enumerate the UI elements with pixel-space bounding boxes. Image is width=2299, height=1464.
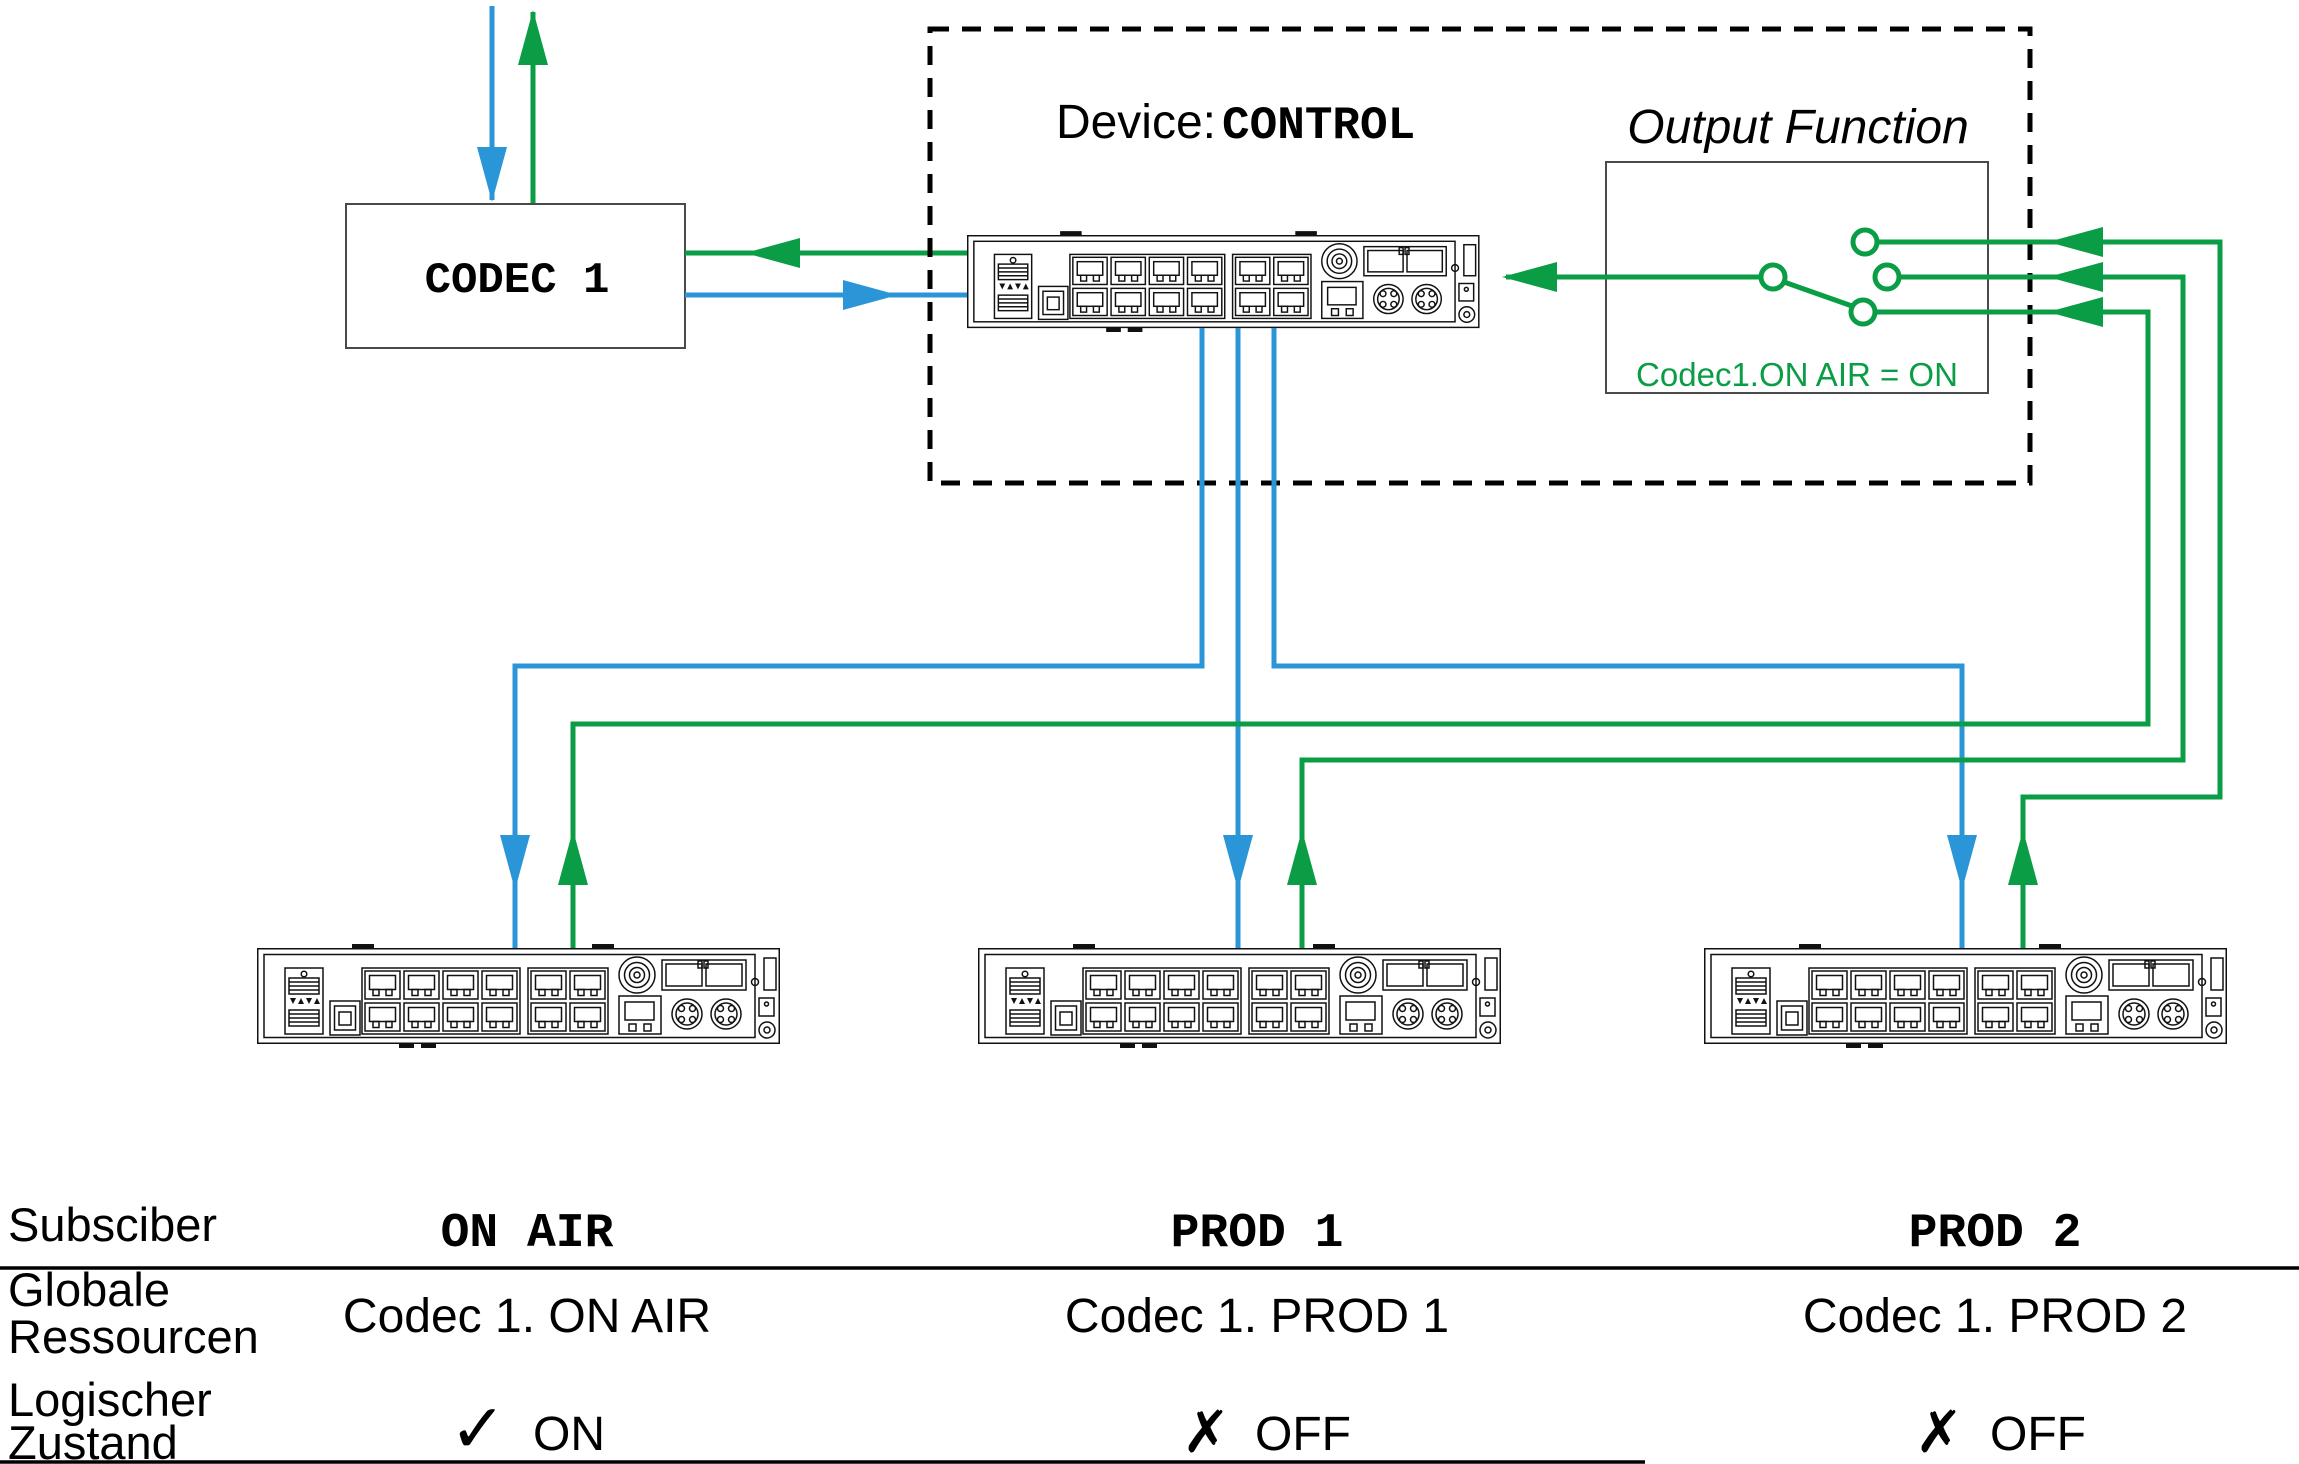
cross-icon: ✗: [1182, 1398, 1231, 1464]
global-resource: Codec 1. PROD 2: [1803, 1290, 2187, 1343]
switch-pivot-contact: [1758, 262, 1788, 292]
arrowhead-green-up-icon: [2008, 830, 2038, 885]
codec-box: CODEC 1: [345, 203, 686, 349]
table-column-on-air: ON AIR Codec 1. ON AIR ✓ ON: [343, 1207, 711, 1464]
arrowhead-green-up-icon: [518, 10, 548, 65]
check-icon: ✓: [450, 1390, 507, 1464]
logical-state: OFF: [1990, 1408, 2086, 1461]
arrowhead-blue-right-icon: [843, 280, 898, 310]
arrowhead-green-up-icon: [558, 830, 588, 885]
switch-contact-middle: [1872, 262, 1902, 292]
global-resource: Codec 1. PROD 1: [1065, 1290, 1449, 1343]
codec-box-label: CODEC 1: [425, 256, 610, 306]
arrowhead-green-left-icon: [2048, 227, 2103, 257]
cross-icon: ✗: [1915, 1398, 1964, 1464]
arrowhead-green-up-icon: [1287, 830, 1317, 885]
arrowhead-blue-down-icon: [1947, 835, 1977, 890]
subscriber-name: PROD 2: [1909, 1207, 2082, 1261]
table-column-prod-2: PROD 2 Codec 1. PROD 2 ✗ OFF: [1803, 1207, 2187, 1464]
link-green-on-air-return: [570, 309, 2151, 948]
switch-contact-top: [1850, 227, 1880, 257]
state-table: Subsciber Globale Ressourcen Logischer Z…: [0, 1198, 2299, 1464]
subscriber-name: PROD 1: [1171, 1207, 1344, 1261]
control-frame: Device: CONTROL: [927, 26, 2033, 486]
switch-lever: [1783, 279, 1853, 309]
subscriber-device-on-air: [258, 944, 780, 1048]
arrowhead-blue-down-icon: [477, 147, 507, 202]
row-label-resources-line2: Ressourcen: [8, 1310, 259, 1363]
subscriber-device-prod-1: [979, 944, 1501, 1048]
control-switch-device: [968, 231, 1479, 332]
arrowhead-green-left-icon: [745, 238, 800, 268]
selector-switch-icon: [1502, 227, 1902, 327]
output-function-caption: Codec1.ON AIR = ON: [1636, 356, 1958, 393]
link-blue-to-prod-2: [1271, 328, 1965, 948]
arrowhead-blue-down-icon: [500, 835, 530, 890]
control-dashed-border: [927, 26, 2033, 486]
codec-uplink-arrows: [477, 6, 548, 204]
control-title-prefix: Device:: [1056, 96, 1216, 149]
row-label-subscriber: Subsciber: [8, 1198, 217, 1251]
row-label-state-line1: Logischer: [8, 1373, 212, 1426]
link-blue-to-on-air: [512, 328, 1205, 948]
subscriber-device-prod-2: [1705, 944, 2227, 1048]
link-green-prod-2-return: [1877, 239, 2223, 948]
green-uplinks: [558, 227, 2223, 948]
output-function-title: Output Function: [1627, 101, 1969, 154]
arrowhead-green-left-icon: [2048, 297, 2103, 327]
output-function: Output Function Codec1.ON AIR = ON: [1502, 101, 1989, 394]
row-label-resources-line1: Globale: [8, 1263, 170, 1316]
switch-contact-bottom: [1848, 297, 1878, 327]
row-label-state-line2: Zustand: [8, 1416, 178, 1464]
table-column-prod-1: PROD 1 Codec 1. PROD 1 ✗ OFF: [1065, 1207, 1449, 1464]
subscriber-name: ON AIR: [441, 1207, 614, 1261]
control-title-device: CONTROL: [1222, 100, 1415, 152]
codec-control-links: [685, 238, 967, 310]
arrowhead-green-left-icon: [2048, 262, 2103, 292]
codec-box-outline: [345, 203, 686, 349]
blue-downlinks: [500, 328, 1977, 948]
global-resource: Codec 1. ON AIR: [343, 1290, 711, 1343]
logical-state: ON: [533, 1408, 605, 1461]
logical-state: OFF: [1255, 1408, 1351, 1461]
arrowhead-blue-down-icon: [1223, 835, 1253, 890]
arrowhead-green-left-icon: [1502, 262, 1557, 292]
